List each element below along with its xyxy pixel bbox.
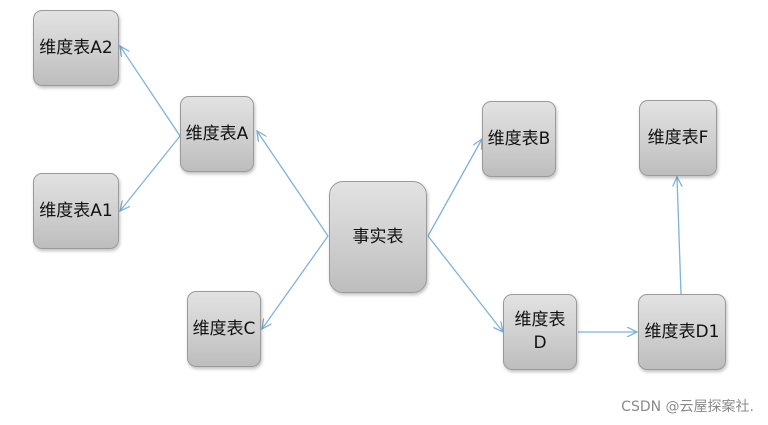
dimension-table-a1-node[interactable]: 维度表A1 — [33, 173, 119, 249]
dimension-table-d-label: 维度表D — [514, 310, 566, 353]
dimension-table-a1-label: 维度表A1 — [39, 200, 113, 221]
dimension-table-f-node[interactable]: 维度表F — [639, 100, 717, 176]
arrow-fact-to-d — [427, 235, 503, 332]
dimension-table-b-node[interactable]: 维度表B — [482, 101, 556, 177]
fact-table-node[interactable]: 事实表 — [329, 181, 427, 293]
dimension-table-a-label: 维度表A — [185, 123, 249, 144]
arrow-fact-to-a — [257, 131, 329, 237]
arrow-d1-to-f — [677, 177, 681, 295]
dimension-table-a2-label: 维度表A2 — [39, 37, 113, 58]
csdn-watermark: CSDN @云屋探案社. — [621, 399, 754, 415]
dimension-table-a2-node[interactable]: 维度表A2 — [33, 10, 119, 86]
arrow-a-to-a2 — [120, 46, 181, 137]
dimension-table-c-label: 维度表C — [192, 318, 256, 339]
arrow-fact-to-c — [262, 235, 329, 329]
dimension-table-c-node[interactable]: 维度表C — [187, 291, 261, 367]
dimension-table-d-node[interactable]: 维度表D — [503, 294, 577, 370]
dimension-table-b-label: 维度表B — [487, 128, 551, 149]
dimension-table-f-label: 维度表F — [647, 127, 709, 148]
dimension-table-a-node[interactable]: 维度表A — [180, 96, 254, 172]
dimension-table-d1-node[interactable]: 维度表D1 — [638, 294, 726, 370]
arrow-fact-to-b — [427, 139, 482, 237]
fact-table-label: 事实表 — [352, 226, 404, 247]
dimension-table-d1-label: 维度表D1 — [644, 321, 720, 342]
arrow-a-to-a1 — [120, 135, 181, 211]
